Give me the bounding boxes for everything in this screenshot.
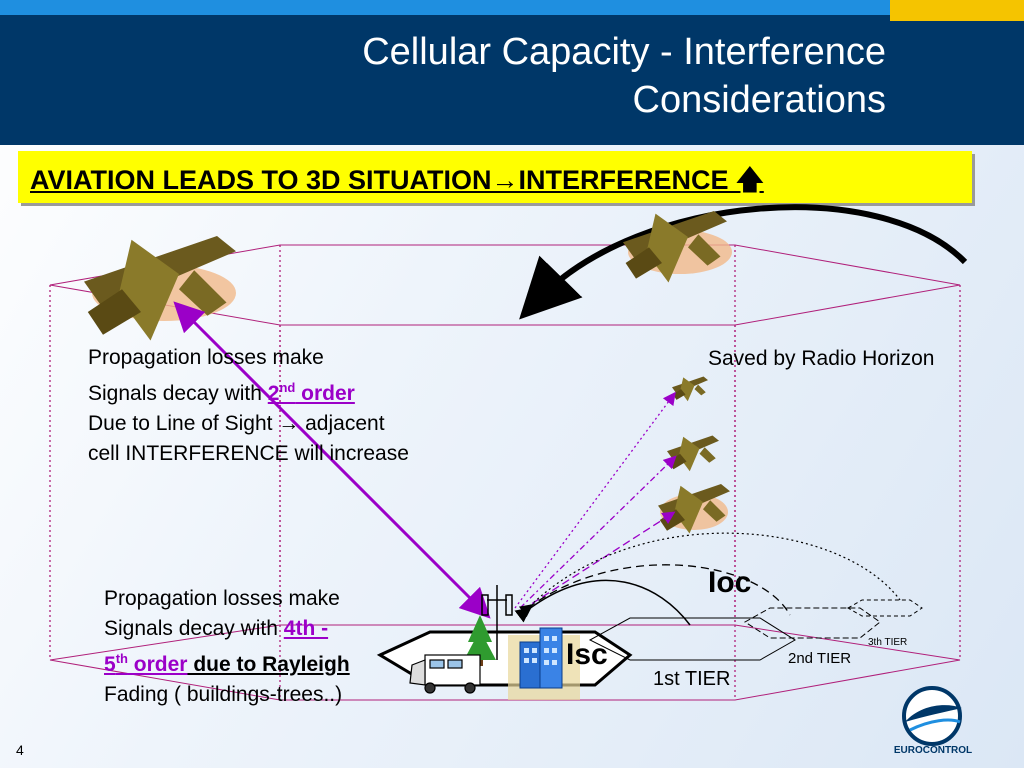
tier3-hexagon (846, 599, 923, 617)
antenna-icon (481, 585, 513, 660)
interference-paths (514, 391, 677, 611)
lower-note: Propagation losses make Signals decay wi… (104, 584, 350, 710)
title-line-2: Considerations (632, 79, 886, 121)
tier2-label: 2nd TIER (788, 650, 852, 667)
curved-arrow (519, 204, 968, 320)
lower-note-line1: Propagation losses make (104, 587, 340, 610)
outer-arc-dotted (529, 532, 901, 607)
header-accent (890, 15, 1024, 21)
headline-banner: AVIATION LEADS TO 3D SITUATION→INTERFERE… (18, 151, 972, 203)
tier1-hexagon (588, 617, 796, 661)
eurocontrol-logo: EUROCONTROL (888, 688, 978, 764)
van-icon (409, 654, 481, 694)
radio-horizon-note: Saved by Radio Horizon (708, 347, 935, 370)
isc-label: Isc (566, 638, 608, 671)
title-header (0, 15, 1024, 145)
upper-note-line1: Propagation losses make (88, 346, 324, 369)
lower-note-line2: Signals decay with 4th - (104, 617, 329, 640)
plane-small-3-icon (658, 484, 730, 534)
slide-title: Cellular Capacity - Interference Conside… (186, 28, 886, 124)
ioc-arc-dashed (518, 564, 791, 618)
plane-small-2-icon (667, 435, 719, 472)
title-line-1: Cellular Capacity - Interference (362, 31, 886, 73)
top-strip-accent (890, 0, 1024, 15)
logo-text: EUROCONTROL (893, 745, 973, 756)
top-strip (0, 0, 1024, 15)
page-number: 4 (16, 742, 24, 758)
upper-note: Propagation losses make Signals decay wi… (88, 343, 409, 469)
tier2-hexagon (744, 607, 881, 639)
isc-arc (514, 579, 691, 626)
building-icon (508, 627, 580, 700)
lower-note-line3: 5th order due to Rayleigh (104, 651, 350, 676)
plane-upper-left-icon (84, 236, 236, 341)
plane-small-1-icon (672, 376, 708, 402)
ioc-label: Ioc (708, 566, 752, 599)
plane-upper-right-icon (623, 211, 732, 283)
eurocontrol-logo-icon (902, 686, 962, 746)
banner-text: AVIATION LEADS TO 3D SITUATION→INTERFERE… (30, 165, 764, 195)
line-of-sight-arrow (173, 301, 491, 619)
tier3-label: 3th TIER (868, 637, 908, 648)
tier1-label: 1st TIER (653, 668, 731, 690)
upper-note-line3: Due to Line of Sight → adjacent (88, 412, 385, 435)
upper-note-line4: cell INTERFERENCE will increase (88, 442, 409, 465)
upper-note-line2: Signals decay with 2nd order (88, 380, 355, 405)
lower-note-line4: Fading ( buildings-trees..) (104, 683, 343, 706)
